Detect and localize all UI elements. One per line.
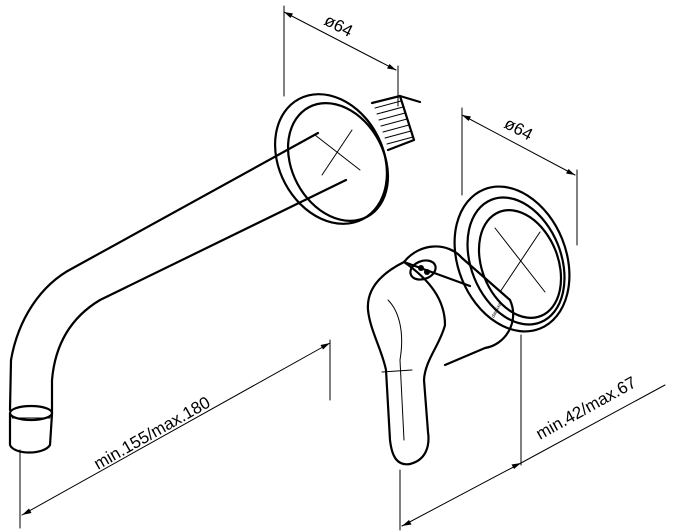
dimension-mixer-rosette: ø64 (461, 107, 578, 246)
lever-handle (366, 260, 447, 466)
brand-mark: damixa (490, 302, 503, 319)
dimension-spout-length: min.155/max.180 (19, 339, 331, 529)
spout-pipe (8, 131, 348, 454)
spout-rosette-diameter-label: ø64 (321, 11, 356, 41)
mixer-rosette-diameter-label: ø64 (501, 114, 536, 145)
mixer-rosette (453, 185, 571, 333)
spout-rosette (273, 93, 390, 225)
dimension-lever-projection: min.42/max.67 (399, 334, 666, 531)
dimension-spout-rosette: ø64 (283, 5, 399, 107)
threaded-connector (370, 94, 422, 152)
mixer-body: damixa (402, 245, 515, 367)
spout-length-label: min.155/max.180 (91, 393, 214, 474)
lever-projection-label: min.42/max.67 (533, 373, 640, 444)
